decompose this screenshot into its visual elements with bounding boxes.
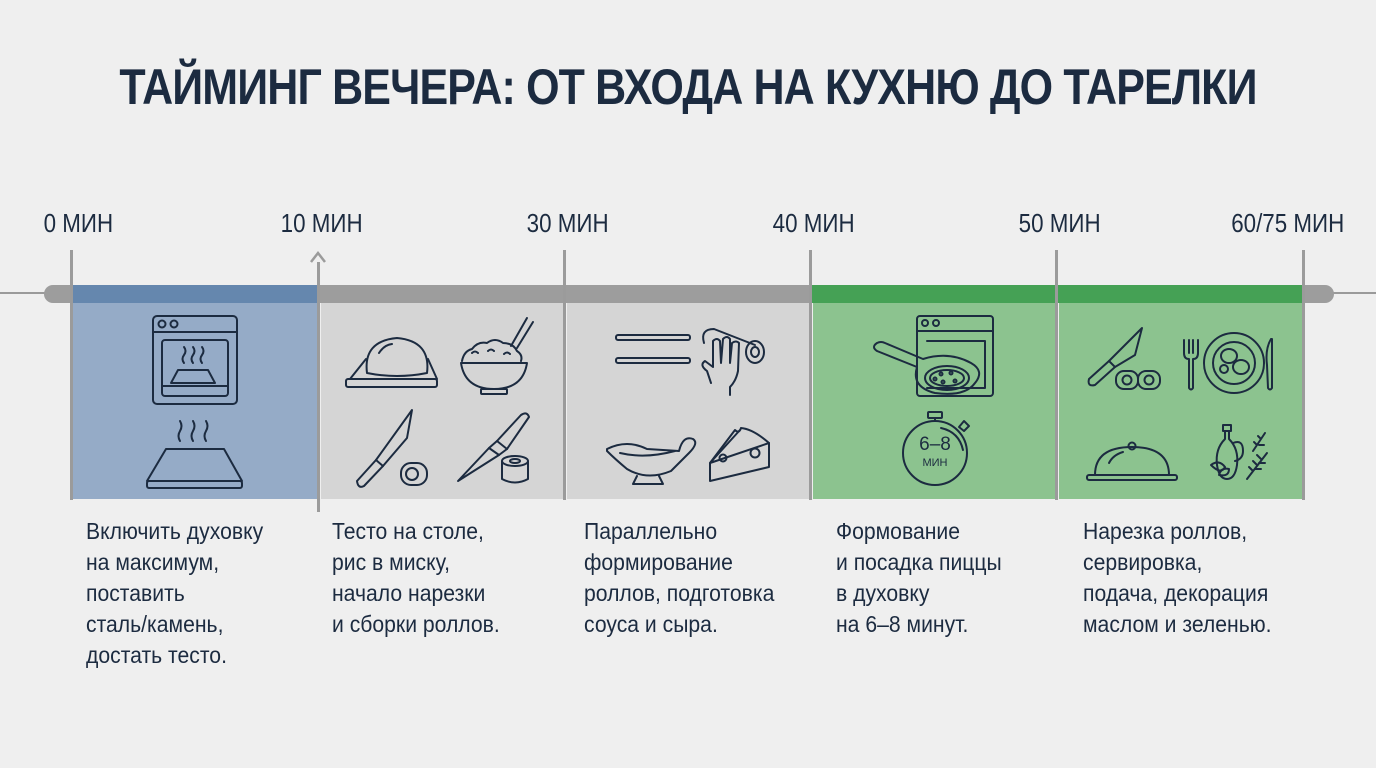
tick-50 bbox=[1055, 250, 1058, 500]
phase-panel-serve bbox=[1059, 303, 1303, 499]
arrow-up-icon bbox=[310, 250, 326, 263]
tick-label-0: 0 МИН bbox=[43, 208, 114, 238]
phase-panel-dough-rice bbox=[321, 303, 564, 499]
stopwatch-icon bbox=[902, 411, 970, 486]
tick-0 bbox=[70, 250, 73, 500]
axis-line-right bbox=[1320, 292, 1376, 294]
hand-rolling-icon bbox=[701, 328, 765, 396]
phase-panel-rolls-sauce bbox=[567, 303, 810, 499]
cheese-icon bbox=[709, 427, 770, 482]
phase-panel-prep-oven bbox=[72, 303, 318, 499]
oil-herbs-icon bbox=[1210, 424, 1268, 480]
pizza-peel-oven-icon bbox=[873, 315, 994, 397]
stopwatch-time: 6–8 bbox=[919, 434, 951, 455]
knife-rolls-icon bbox=[1087, 327, 1161, 390]
phase-description-serve: Нарезка роллов, сервировка, подача, деко… bbox=[1083, 518, 1272, 637]
tick-60-75 bbox=[1302, 250, 1305, 500]
tick-label-60-75: 60/75 МИН bbox=[1231, 208, 1345, 238]
gravy-boat-icon bbox=[606, 437, 697, 485]
tick-10 bbox=[317, 262, 320, 512]
timeline-segment-blue bbox=[72, 285, 318, 303]
plate-cutlery-icon bbox=[1183, 332, 1273, 394]
phase-description-rolls-sauce: Параллельно формирование роллов, подгото… bbox=[584, 518, 775, 637]
cloche-icon bbox=[1086, 441, 1178, 481]
knife-roll-icon bbox=[356, 409, 428, 488]
dough-on-board-icon bbox=[345, 337, 438, 388]
tick-label-30: 30 МИН bbox=[526, 208, 609, 238]
tick-label-10: 10 МИН bbox=[280, 208, 363, 238]
phase-description-pizza-bake: Формование и посадка пиццы в духовку на … bbox=[836, 518, 1002, 637]
knife-sushi-icon bbox=[457, 412, 530, 484]
stopwatch-unit: МИН bbox=[922, 457, 948, 469]
axis-line-left bbox=[0, 292, 60, 294]
phase-description-prep-oven: Включить духовку на максимум, поставить … bbox=[86, 518, 264, 668]
tick-30 bbox=[563, 250, 566, 500]
phase-panel-pizza-bake: 6–8 МИН bbox=[813, 303, 1056, 499]
oven-heating-icon bbox=[152, 315, 238, 405]
tick-40 bbox=[809, 250, 812, 500]
parallel-lines-icon bbox=[615, 334, 691, 364]
hot-baking-steel-icon bbox=[146, 420, 243, 489]
tick-label-40: 40 МИН bbox=[772, 208, 855, 238]
phase-description-dough-rice: Тесто на столе, рис в миску, начало наре… bbox=[332, 518, 500, 637]
tick-label-50: 50 МИН bbox=[1018, 208, 1101, 238]
page-title: ТАЙМИНГ ВЕЧЕРА: ОТ ВХОДА НА КУХНЮ ДО ТАР… bbox=[119, 59, 1257, 115]
rice-bowl-chopsticks-icon bbox=[460, 317, 534, 395]
